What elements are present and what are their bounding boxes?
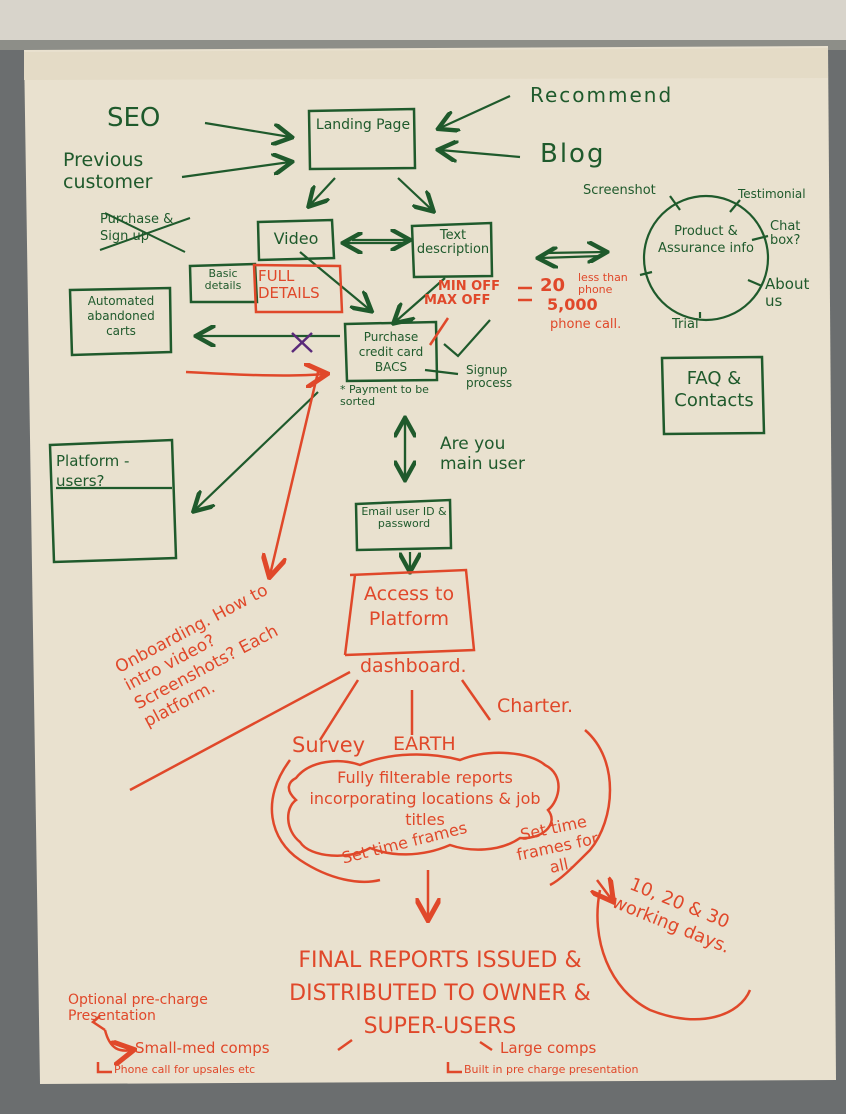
node-max-value: 5,000	[547, 295, 598, 314]
node-seo: SEO	[107, 103, 161, 133]
node-fully-filterable: Fully filterable reports incorporating l…	[309, 768, 541, 829]
node-dashboard: dashboard.	[360, 655, 467, 677]
node-signup-process: Signup process	[466, 363, 513, 391]
paper-sheet	[24, 46, 836, 1084]
node-min-off: MIN OFF	[438, 279, 500, 294]
node-earth: EARTH	[393, 733, 456, 755]
node-phone-call-upsales: Phone call for upsales etc	[114, 1063, 256, 1076]
node-faq: FAQ & Contacts	[674, 368, 754, 411]
node-screenshot: Screenshot	[583, 183, 656, 198]
node-built-in-precharge: Built in pre charge presentation	[464, 1063, 639, 1076]
node-basic-details: Basic details	[204, 267, 242, 293]
node-payment-sorted: * Payment to be sorted	[340, 383, 429, 409]
node-previous-customer: Previous customer	[63, 149, 153, 193]
node-testimonial: Testimonial	[738, 187, 806, 201]
node-final-reports: FINAL REPORTS ISSUED & DISTRIBUTED TO OW…	[289, 948, 591, 1039]
node-large-comps: Large comps	[500, 1039, 597, 1057]
node-access-platform: Access to Platform	[363, 583, 455, 630]
node-product-assurance: Product & Assurance info	[658, 224, 754, 256]
node-blog: Blog	[540, 139, 606, 169]
cross-mark	[291, 332, 313, 353]
node-full-details: FULL DETAILS	[258, 267, 320, 302]
node-min-value: 20	[540, 275, 566, 296]
node-charter: Charter.	[497, 695, 574, 717]
node-less-than-phone: less than phone	[578, 271, 628, 297]
node-platform-users: Platform - users?	[56, 452, 130, 490]
node-automated-abandoned-carts: Automated abandoned carts	[87, 294, 155, 338]
node-trial: Trial	[672, 317, 699, 332]
node-purchase-struck: Purchase & Sign up	[100, 212, 174, 244]
orange-lines	[90, 263, 752, 1074]
node-small-med: Small-med comps	[135, 1039, 270, 1057]
node-landing-page: Landing Page	[315, 117, 411, 133]
node-survey: Survey	[292, 733, 366, 757]
node-purchase-credit: Purchase credit card BACS	[358, 330, 424, 374]
node-text-description: Text description	[416, 228, 490, 258]
node-optional-precharge: Optional pre-charge Presentation	[68, 992, 208, 1025]
node-phone-call: phone call.	[550, 317, 622, 332]
green-arrows	[56, 94, 770, 570]
node-email-user-id: Email user ID & password	[361, 505, 447, 531]
node-about-us: About us	[765, 275, 810, 310]
node-video: Video	[273, 229, 319, 248]
node-chat-box: Chat box?	[770, 219, 801, 249]
node-max-off: MAX OFF	[424, 293, 491, 308]
green-boxes	[48, 107, 766, 564]
node-are-you-main-user: Are you main user	[440, 434, 525, 475]
node-recommend: Recommend	[530, 83, 674, 107]
